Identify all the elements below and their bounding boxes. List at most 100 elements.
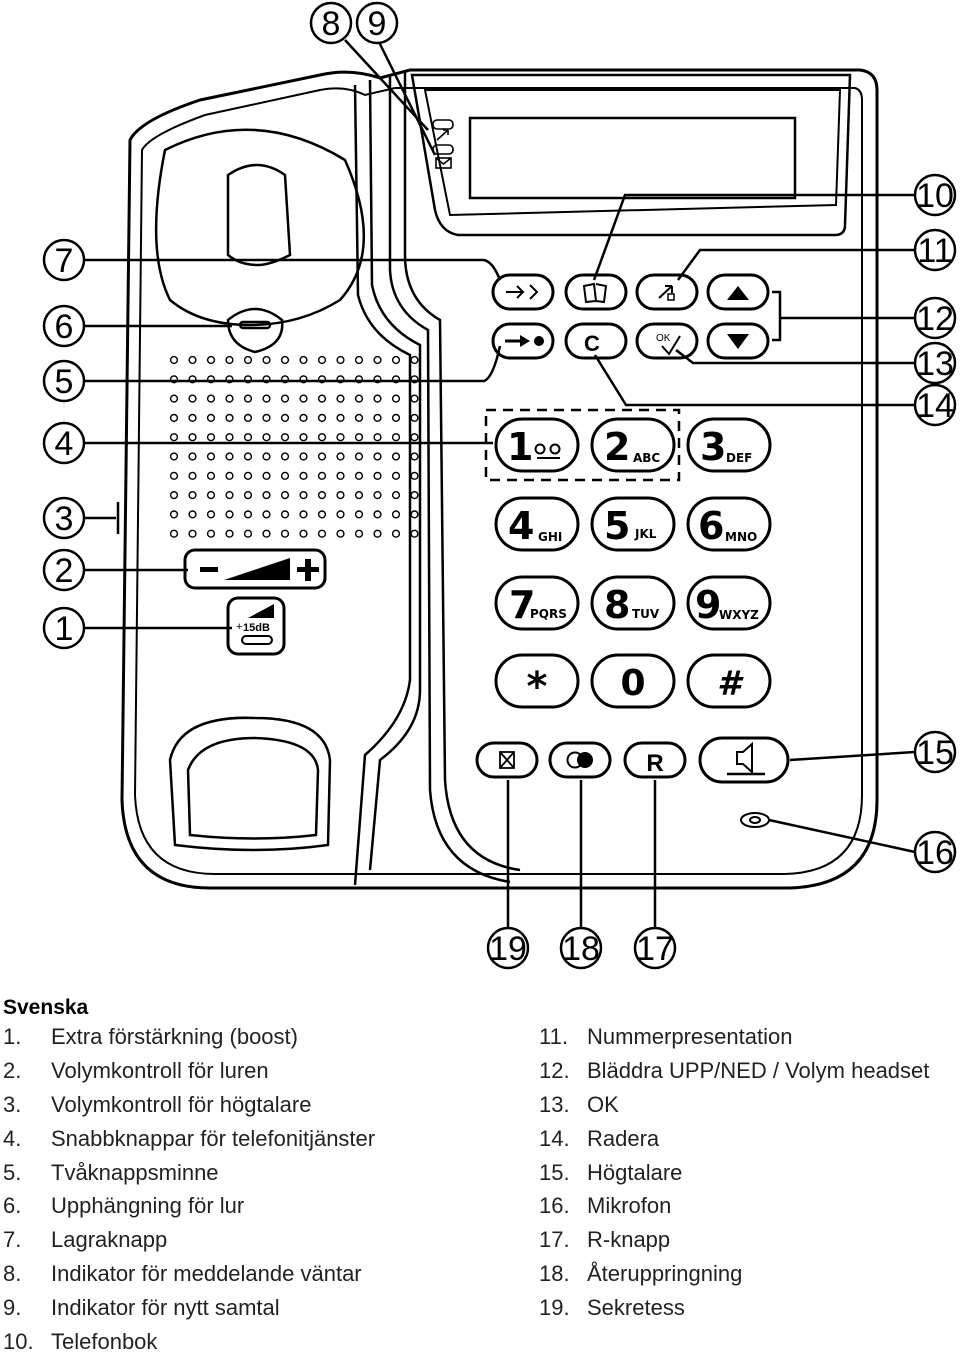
legend-item: 10.Telefonbok (3, 1329, 158, 1355)
callout-6: 6 (42, 304, 86, 348)
legend: Svenska 1.Extra förstärkning (boost) 2.V… (0, 990, 960, 1360)
key-0[interactable]: 0 (590, 653, 676, 709)
caller-id-icon (658, 285, 673, 299)
legend-item: 19.Sekretess (539, 1295, 685, 1321)
key-9[interactable]: 9 WXYZ (686, 575, 772, 631)
phonebook-button[interactable] (564, 273, 628, 311)
handset-cradle (353, 70, 521, 886)
key-4[interactable]: 4 GHI (494, 496, 580, 552)
legend-item: 16.Mikrofon (539, 1193, 672, 1219)
svg-text:10: 10 (916, 177, 954, 215)
callout-1: 1 (42, 606, 86, 650)
check-icon (661, 335, 681, 356)
legend-right-column: 11.Nummerpresentation 12.Bläddra UPP/NED… (539, 1020, 929, 1325)
svg-text:6: 6 (55, 308, 74, 346)
speaker-button[interactable] (698, 736, 790, 784)
redial-button[interactable] (548, 741, 612, 779)
svg-text:16: 16 (916, 834, 954, 872)
r-button[interactable]: R (623, 741, 687, 779)
svg-text:3: 3 (55, 500, 74, 538)
key-9-letters: WXYZ (719, 608, 759, 622)
legend-item: 18.Återuppringning (539, 1261, 743, 1287)
legend-item: 4.Snabbknappar för telefonitjänster (3, 1125, 376, 1151)
key-hash[interactable]: # (686, 653, 772, 709)
store-button[interactable] (491, 273, 555, 311)
handset-volume-control[interactable] (183, 548, 327, 590)
callout-10: 10 (913, 173, 957, 217)
bottom-buttons: R (475, 736, 790, 784)
mute-button[interactable] (475, 741, 539, 779)
svg-text:19: 19 (489, 930, 527, 968)
key-7[interactable]: 7 PQRS (494, 575, 580, 631)
key-9-digit: 9 (695, 583, 721, 627)
callout-16: 16 (913, 830, 957, 874)
callout-19: 19 (486, 926, 530, 970)
key-4-digit: 4 (508, 504, 534, 548)
legend-item: 17.R-knapp (539, 1227, 671, 1253)
callout-18: 18 (559, 926, 603, 970)
boost-label: 15dB (243, 622, 270, 634)
key-2[interactable]: 2 ABC (590, 417, 676, 473)
callout-13: 13 (913, 341, 957, 385)
legend-item: 5.Tvåknappsminne (3, 1159, 219, 1185)
phone-base (120, 68, 879, 890)
key-8[interactable]: 8 TUV (590, 575, 676, 631)
key-6-digit: 6 (698, 504, 724, 548)
key-1[interactable]: 1 (494, 417, 580, 473)
svg-text:4: 4 (55, 425, 74, 463)
key-3-digit: 3 (700, 425, 726, 469)
key-6-letters: MNO (725, 530, 757, 544)
key-0-digit: 0 (620, 663, 645, 704)
boost-button[interactable]: + 15dB (226, 596, 286, 656)
callout-12: 12 (913, 296, 957, 340)
legend-item: 8.Indikator för meddelande väntar (3, 1261, 362, 1287)
scroll-down-button[interactable] (706, 322, 770, 360)
callout-lines (84, 39, 916, 927)
key-7-digit: 7 (509, 583, 535, 627)
svg-text:17: 17 (636, 930, 674, 968)
scroll-up-button[interactable] (706, 273, 770, 311)
svg-text:14: 14 (916, 387, 954, 425)
key-5[interactable]: 5 JKL (590, 496, 676, 552)
key-star[interactable]: * (494, 653, 580, 710)
speaker-grille (169, 355, 419, 538)
handset-earpiece (154, 128, 366, 327)
callout-15: 15 (913, 730, 957, 774)
legend-item: 13.OK (539, 1091, 619, 1117)
svg-text:12: 12 (916, 300, 954, 338)
legend-item: 7.Lagraknapp (3, 1227, 168, 1253)
caller-id-button[interactable] (635, 273, 699, 311)
speaker-icon (736, 741, 753, 775)
r-label: R (646, 750, 663, 777)
callout-5: 5 (42, 359, 86, 403)
clear-button[interactable]: C (564, 322, 628, 360)
callouts: 1 2 3 4 5 6 7 8 9 10 11 12 13 14 15 16 1… (42, 1, 957, 970)
two-key-memory-button[interactable] (491, 322, 555, 360)
legend-item: 1.Extra förstärkning (boost) (3, 1024, 298, 1049)
up-arrow-icon (727, 286, 749, 300)
legend-item: 2.Volymkontroll för luren (3, 1057, 269, 1083)
mute-icon (499, 751, 515, 769)
key-6[interactable]: 6 MNO (686, 496, 772, 552)
key-7-letters: PQRS (530, 607, 567, 621)
ok-button[interactable]: OK (635, 322, 699, 360)
legend-title: Svenska (3, 996, 89, 1019)
boost-plus: + (236, 621, 242, 633)
function-buttons: C OK (491, 273, 770, 360)
key-2-digit: 2 (604, 425, 630, 469)
svg-text:11: 11 (917, 232, 952, 270)
envelope-icon (435, 157, 452, 169)
microphone (740, 812, 770, 828)
callout-8: 8 (309, 1, 353, 45)
key-3[interactable]: 3 DEF (686, 417, 772, 473)
legend-left-column: 1.Extra förstärkning (boost) 2.Volymkont… (3, 1020, 375, 1359)
hook-icon (226, 307, 284, 354)
svg-text:13: 13 (916, 345, 954, 383)
key-8-letters: TUV (632, 607, 660, 621)
legend-item: 14.Radera (539, 1125, 660, 1151)
callout-9: 9 (355, 1, 399, 45)
svg-text:1: 1 (55, 610, 74, 648)
key-5-digit: 5 (604, 504, 630, 548)
quick-keys-box (484, 408, 681, 482)
key-4-letters: GHI (538, 530, 562, 544)
